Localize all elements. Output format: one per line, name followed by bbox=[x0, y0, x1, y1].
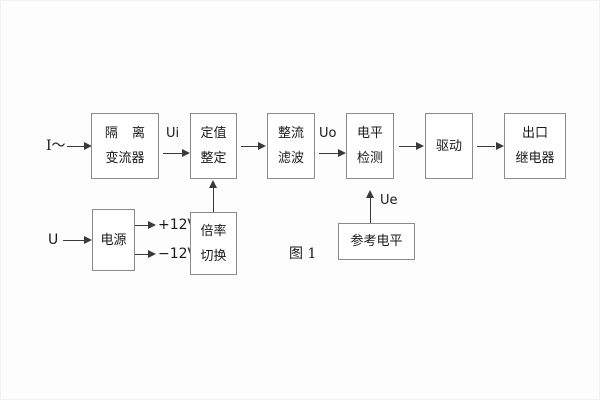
block-drive-line-1: 驱动 bbox=[435, 138, 462, 154]
label-ui: Ui bbox=[166, 126, 180, 141]
arrowhead-power-positive bbox=[148, 221, 156, 229]
block-rectify-filter-line-2: 滤波 bbox=[277, 151, 304, 166]
block-setting-value-line-1: 定值 bbox=[200, 126, 227, 141]
block-level-detect-line-2: 检测 bbox=[356, 151, 383, 166]
label-supply-positive: +12V bbox=[158, 217, 198, 233]
arrowhead-isolation-to-setting bbox=[182, 149, 190, 157]
label-supply-negative: −12V bbox=[158, 246, 198, 262]
arrowhead-setting-to-rectify bbox=[258, 142, 266, 150]
block-isolation-ct-line-2: 变流器 bbox=[105, 151, 145, 166]
connector-level-to-drive bbox=[399, 146, 417, 147]
connector-reference-to-level bbox=[370, 197, 371, 223]
connector-drive-to-output bbox=[477, 146, 495, 147]
figure-caption: 图 1 bbox=[289, 246, 317, 262]
block-level-detect-line-1: 电平 bbox=[356, 126, 383, 141]
connector-voltage-to-power bbox=[63, 240, 85, 241]
label-uo: Uo bbox=[319, 126, 337, 141]
connector-rectify-to-level bbox=[319, 153, 339, 154]
block-multiplier-switch: 倍率 切换 bbox=[190, 212, 237, 275]
block-output-relay-line-1: 出口 bbox=[521, 126, 548, 141]
connector-power-positive bbox=[135, 225, 149, 226]
block-isolation-ct: 隔 离 变流器 bbox=[91, 113, 159, 179]
connector-input-to-isolation bbox=[67, 146, 85, 147]
block-level-detect: 电平 检测 bbox=[346, 113, 394, 179]
connector-multiplier-to-setting bbox=[213, 187, 214, 212]
connector-power-negative bbox=[135, 254, 149, 255]
block-isolation-ct-line-1: 隔 离 bbox=[104, 126, 151, 141]
arrowhead-level-to-drive bbox=[416, 142, 424, 150]
arrowhead-rectify-to-level bbox=[338, 149, 346, 157]
label-voltage-input: U bbox=[48, 232, 59, 248]
block-setting-value: 定值 整定 bbox=[190, 113, 237, 179]
block-setting-value-line-2: 整定 bbox=[200, 151, 227, 166]
block-power-supply-line-1: 电源 bbox=[100, 232, 127, 248]
arrowhead-drive-to-output bbox=[496, 142, 504, 150]
block-output-relay: 出口 继电器 bbox=[504, 113, 566, 179]
arrowhead-power-negative bbox=[148, 250, 156, 258]
arrowhead-voltage-to-power bbox=[84, 236, 92, 244]
arrowhead-reference-to-level bbox=[366, 190, 374, 198]
block-reference-level-line-1: 参考电平 bbox=[350, 234, 403, 249]
block-power-supply: 电源 bbox=[92, 209, 135, 271]
label-current-input: I～ bbox=[46, 138, 66, 154]
block-multiplier-switch-line-2: 切换 bbox=[200, 248, 227, 264]
arrowhead-input-to-isolation bbox=[84, 142, 92, 150]
block-rectify-filter-line-1: 整流 bbox=[277, 126, 304, 141]
connector-isolation-to-setting bbox=[163, 153, 183, 154]
block-multiplier-switch-line-1: 倍率 bbox=[200, 223, 227, 239]
block-output-relay-line-2: 继电器 bbox=[515, 151, 555, 166]
arrowhead-multiplier-to-setting bbox=[209, 180, 217, 188]
connector-setting-to-rectify bbox=[241, 146, 259, 147]
block-rectify-filter: 整流 滤波 bbox=[267, 113, 315, 179]
block-drive: 驱动 bbox=[425, 113, 473, 179]
label-ue: Ue bbox=[380, 193, 398, 208]
block-reference-level: 参考电平 bbox=[338, 223, 415, 260]
